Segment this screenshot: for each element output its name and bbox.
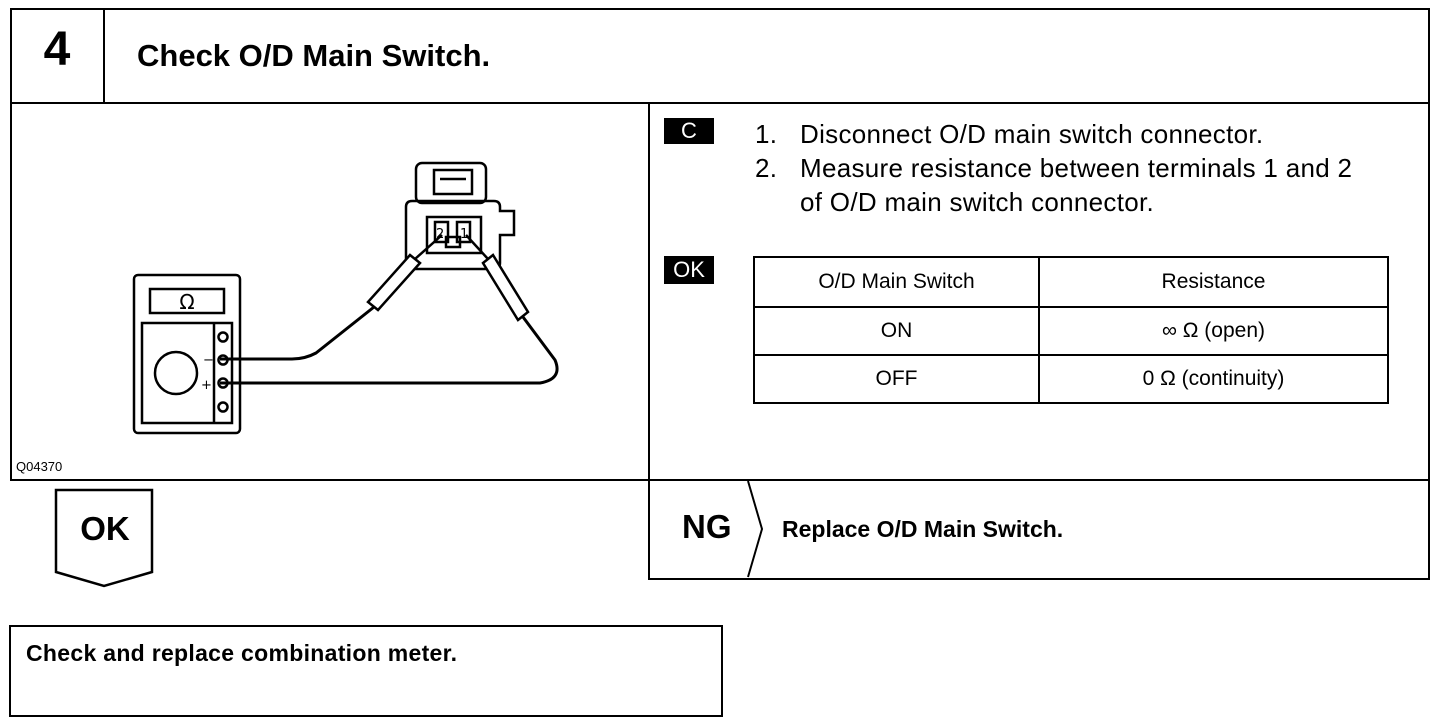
meter-ohm-symbol: Ω: [179, 290, 194, 314]
header-divider: [10, 102, 1430, 104]
table-header: O/D Main Switch: [753, 256, 1040, 308]
step-title: Check O/D Main Switch.: [137, 38, 491, 73]
ok-action-text: Check and replace combination meter.: [26, 640, 458, 666]
step-frame: [10, 8, 1430, 580]
probe-right: [220, 234, 559, 385]
table-cell: OFF: [753, 354, 1040, 404]
resistance-spec-table: O/D Main Switch Resistance ON ∞ Ω (open)…: [753, 256, 1389, 404]
instruction-2-text: Measure resistance between terminals 1 a…: [800, 153, 1353, 183]
step-number-divider: [103, 8, 105, 104]
step-number: 4: [43, 23, 71, 76]
ohmmeter-icon: [132, 273, 242, 435]
instruction-1-text: Disconnect O/D main switch connector.: [800, 119, 1264, 149]
ng-action-text: Replace O/D Main Switch.: [782, 516, 1064, 542]
ok-action-box: [9, 625, 723, 717]
plus-label: +: [201, 378, 212, 393]
minus-label: −: [203, 353, 214, 368]
terminal-1-label: 1: [460, 227, 468, 242]
table-header-row: O/D Main Switch Resistance: [753, 256, 1389, 308]
column-divider: [648, 102, 650, 580]
instruction-2-text-continued: of O/D main switch connector.: [800, 187, 1155, 217]
ng-label: NG: [682, 508, 732, 545]
ng-chevron-icon: [747, 481, 764, 578]
instruction-1-number: 1.: [755, 119, 778, 149]
table-cell: ON: [753, 306, 1040, 356]
probe-left: [220, 234, 443, 361]
ok-badge: OK: [664, 256, 714, 284]
table-header: Resistance: [1038, 256, 1389, 308]
instruction-2-number: 2.: [755, 153, 778, 183]
ohmmeter-connection-diagram: 2 1 Ω − +: [132, 161, 559, 435]
table-row: OFF 0 Ω (continuity): [753, 354, 1389, 404]
table-row: ON ∞ Ω (open): [753, 306, 1389, 356]
condition-badge: C: [664, 118, 714, 144]
result-divider: [10, 479, 1430, 481]
table-cell: 0 Ω (continuity): [1038, 354, 1389, 404]
ok-arrow-icon: [54, 488, 154, 588]
terminal-2-label: 2: [436, 227, 444, 242]
ok-label: OK: [80, 510, 130, 547]
table-cell: ∞ Ω (open): [1038, 306, 1389, 356]
figure-code: Q04370: [16, 459, 63, 474]
